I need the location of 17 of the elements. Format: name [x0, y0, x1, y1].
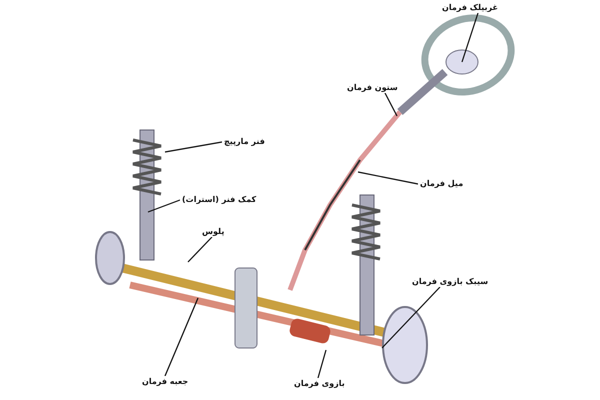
part-label: جعبه فرمان — [140, 376, 190, 387]
leader-line — [358, 171, 418, 185]
part-label: ستون فرمان — [345, 82, 400, 93]
part-label: کمک فنر (استرات) — [180, 194, 258, 205]
leader-line — [148, 199, 180, 213]
leader-line — [317, 350, 327, 378]
leader-line — [382, 286, 440, 348]
leader-line — [164, 298, 199, 376]
part-label: بازوی فرمان — [292, 378, 347, 389]
leader-line — [188, 236, 212, 262]
leader-line — [384, 92, 398, 116]
part-label: پلوس — [200, 226, 226, 237]
part-label: غربیلک فرمان — [440, 2, 500, 13]
part-label: سیبک بازوی فرمان — [410, 276, 490, 287]
leader-line — [164, 141, 222, 153]
part-label: فنر مارپیچ — [222, 136, 267, 147]
part-label: میل فرمان — [418, 178, 466, 189]
